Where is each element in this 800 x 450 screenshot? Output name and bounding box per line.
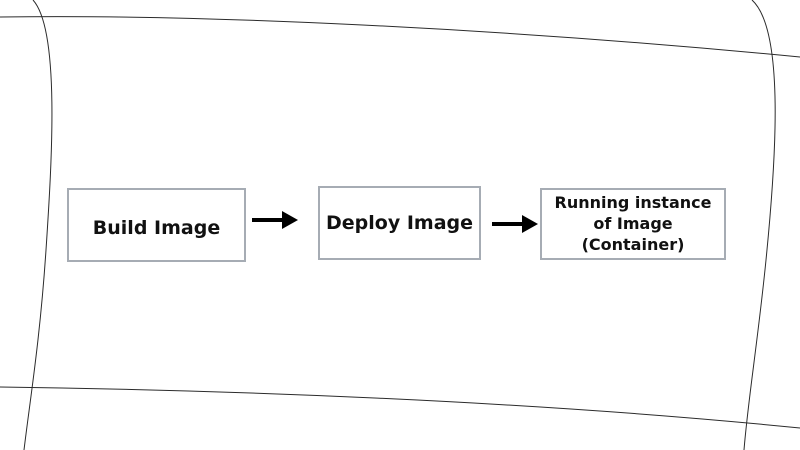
deploy-image-label: Deploy Image [326, 212, 473, 234]
running-container-label: Running instance of Image (Container) [554, 193, 712, 254]
running-container-box: Running instance of Image (Container) [540, 188, 726, 260]
deploy-image-box: Deploy Image [318, 186, 481, 260]
build-image-label: Build Image [92, 217, 221, 239]
arrow-build-to-deploy [252, 211, 298, 229]
frame-line-left [23, 0, 53, 450]
build-image-box: Build Image [67, 188, 246, 262]
frame-line-bottom [0, 386, 800, 429]
frame-line-top [0, 16, 800, 58]
arrow-deploy-to-running [492, 215, 538, 233]
frame-line-right [743, 0, 776, 450]
